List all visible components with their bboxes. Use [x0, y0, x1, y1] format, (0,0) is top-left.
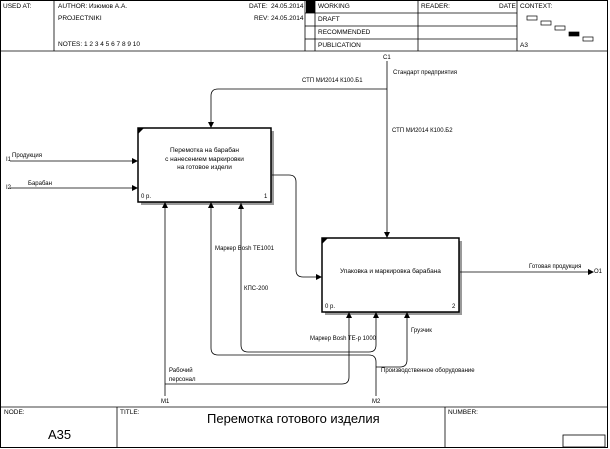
- title-label: TITLE:: [120, 409, 140, 416]
- reader-label: READER:: [421, 3, 450, 10]
- status-working[interactable]: WORKING: [318, 3, 350, 10]
- diagram-title: Перемотка готового изделия: [207, 411, 380, 426]
- date-value: 24.05.2014: [271, 3, 304, 10]
- reader-date-label: DATE: [499, 3, 516, 10]
- box2-cost: 0 р.: [325, 304, 336, 310]
- context-node: A3: [520, 42, 528, 49]
- arrow-equipment-to-box2[interactable]: [376, 312, 410, 368]
- footer-grid: [0, 406, 608, 448]
- rev-value: 24.05.2014: [271, 15, 304, 22]
- arrow-worker-to-box2[interactable]: [165, 312, 352, 385]
- arrowhead-kps-box1: [238, 203, 244, 209]
- context-thumbnail: [526, 15, 594, 42]
- date-label: DATE:: [249, 3, 268, 10]
- box1-title: Перемотка на барабан с нанесением маркир…: [138, 147, 271, 173]
- tunnel-i2: I2: [6, 185, 12, 191]
- context-label: CONTEXT:: [520, 3, 553, 10]
- tunnel-m2: M2: [372, 399, 381, 405]
- author-value: Изюмов А.А.: [89, 3, 128, 10]
- box2-title-line1: Упаковка и маркировка барабана: [340, 268, 441, 275]
- header-grid: [0, 0, 608, 52]
- tunnel-m1: M1: [161, 399, 170, 405]
- author-label: AUTHOR:: [58, 3, 88, 10]
- box1-number: 1: [264, 194, 268, 200]
- notes-label: NOTES:: [58, 41, 83, 48]
- label-std-b1: СТП МИ2014 К100.Б1: [302, 78, 363, 84]
- used-at-label: USED AT:: [3, 3, 32, 10]
- box2-corner: [322, 238, 328, 244]
- box2-title: Упаковка и маркировка барабана: [322, 268, 459, 277]
- tunnel-o1: O1: [594, 269, 603, 275]
- box2-number: 2: [452, 304, 456, 310]
- label-product-out: Готовая продукция: [529, 264, 582, 270]
- label-product-in: Продукция: [12, 153, 43, 159]
- arrow-std-to-box1[interactable]: [208, 88, 387, 128]
- node-value: A35: [48, 427, 72, 442]
- label-marker-te-r1000: Маркер Bosh TE-р 1000: [310, 336, 377, 342]
- tunnel-i1: I1: [6, 157, 12, 163]
- rev-label: REV:: [254, 15, 269, 22]
- box1-cost: 0 р.: [141, 194, 152, 200]
- status-publication[interactable]: PUBLICATION: [318, 42, 361, 49]
- label-std-company: Стандарт предприятия: [393, 70, 457, 76]
- label-production-equipment: Производственное оборудование: [381, 368, 475, 374]
- project-value: NIKI: [89, 15, 102, 22]
- notes-numbers: 1 2 3 4 5 6 7 8 9 10: [84, 41, 141, 48]
- working-status-marker: [306, 1, 315, 13]
- status-draft[interactable]: DRAFT: [318, 16, 340, 23]
- arrow-box1-to-box2[interactable]: [272, 174, 322, 280]
- activity-box-2[interactable]: [321, 237, 460, 313]
- label-kps200: КПС-200: [244, 286, 269, 292]
- status-recommended[interactable]: RECOMMENDED: [318, 29, 371, 36]
- tunnel-c1: C1: [383, 55, 391, 61]
- box1-title-line3: на готовое издели: [177, 164, 232, 171]
- box1-title-line2: с нанесением маркировки: [165, 155, 244, 163]
- label-marker-te1001: Маркер Bosh TE1001: [215, 246, 275, 252]
- number-label: NUMBER:: [448, 409, 478, 416]
- label-worker: Рабочий персонал: [169, 368, 196, 383]
- project-label: PROJECT:: [58, 15, 90, 22]
- label-std-b2: СТП МИ2014 К100.Б2: [392, 128, 453, 134]
- node-label: NODE:: [4, 409, 25, 416]
- arrow-marker-te1001[interactable]: [208, 202, 377, 367]
- arrow-kps-and-marker-ter[interactable]: [240, 203, 379, 353]
- label-drum-in: Барабан: [28, 181, 52, 187]
- box1-title-line1: Перемотка на барабан: [169, 147, 240, 154]
- label-loader: Грузчик: [411, 328, 432, 334]
- activity-box-1[interactable]: [137, 127, 272, 203]
- box1-corner: [138, 128, 144, 134]
